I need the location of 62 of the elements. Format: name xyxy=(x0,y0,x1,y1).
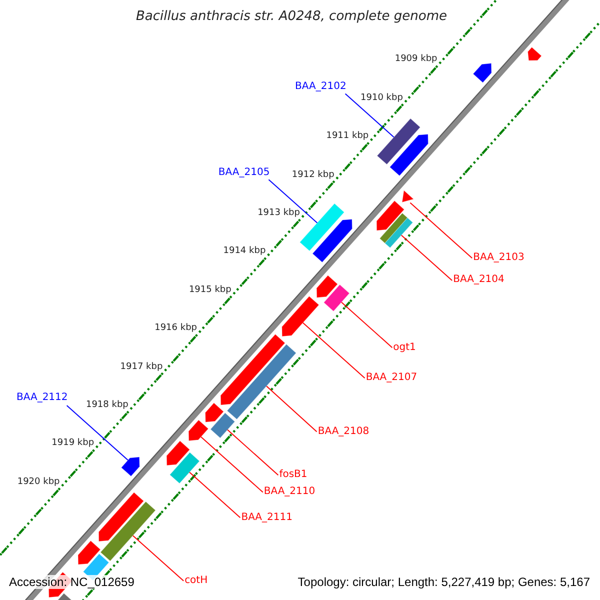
leader-line xyxy=(132,535,184,582)
gene-feature xyxy=(323,284,350,312)
accession-text: Accession: NC_012659 xyxy=(7,575,136,589)
gene-feature xyxy=(226,344,297,420)
tick-label: 1917 kbp xyxy=(120,362,163,373)
gene-feature xyxy=(472,62,492,84)
gene-feature xyxy=(100,501,156,562)
gene-feature xyxy=(376,200,405,231)
tick-label: 1913 kbp xyxy=(258,208,300,220)
gene-feature xyxy=(312,218,352,263)
gene-feature xyxy=(188,420,209,442)
genome-stats-text: Topology: circular; Length: 5,227,419 bp; Genes: 5,167 xyxy=(296,575,592,589)
gene-feature xyxy=(316,274,338,298)
leader-line xyxy=(189,472,241,518)
leader-line xyxy=(341,302,393,348)
tick-label: 1911 kbp xyxy=(326,131,369,142)
gene-label: BAA_2111 xyxy=(241,512,292,524)
gene-feature xyxy=(166,440,190,466)
tick-label: 1918 kbp xyxy=(86,400,128,412)
gene-label: ogt1 xyxy=(393,342,416,354)
leader-line xyxy=(410,202,473,259)
diagram-title: Bacillus anthracis str. A0248, complete genome xyxy=(136,8,448,26)
gene-label: cotH xyxy=(184,574,208,587)
tick-label: 1919 kbp xyxy=(52,438,94,450)
gene-label: BAA_2112 xyxy=(16,392,68,404)
gene-feature xyxy=(299,203,345,252)
gene-feature xyxy=(282,296,320,337)
gene-feature xyxy=(205,402,224,422)
gene-feature xyxy=(220,334,286,406)
leader-line xyxy=(266,386,318,432)
tick-label: 1920 kbp xyxy=(17,476,60,488)
gene-feature xyxy=(389,134,428,176)
gene-label: BAA_2102 xyxy=(295,80,346,93)
leader-line xyxy=(400,234,453,281)
gene-label: BAA_2104 xyxy=(453,274,504,286)
gene-label: BAA_2110 xyxy=(264,486,316,498)
tick-label: 1909 kbp xyxy=(394,54,438,66)
gene-feature xyxy=(384,217,414,248)
tick-label: 1914 kbp xyxy=(223,246,266,258)
gene-feature xyxy=(527,46,542,61)
gene-label: fosB1 xyxy=(279,469,308,482)
gene-label: BAA_2107 xyxy=(366,372,418,384)
gene-feature xyxy=(98,492,144,542)
gene-label: BAA_2103 xyxy=(473,252,524,264)
gene-feature xyxy=(402,190,414,203)
tick-label: 1912 kbp xyxy=(292,170,334,181)
leader-line xyxy=(268,179,318,224)
leader-line xyxy=(66,405,128,461)
tick-label: 1915 kbp xyxy=(188,284,232,296)
leader-line xyxy=(227,429,279,476)
gene-label: BAA_2105 xyxy=(218,166,270,179)
tick-label: 1910 kbp xyxy=(360,92,403,104)
leader-line xyxy=(344,93,394,138)
gene-feature xyxy=(120,456,140,477)
tick-label: 1916 kbp xyxy=(154,323,198,334)
gene-feature xyxy=(379,212,408,244)
leader-line xyxy=(302,322,366,379)
gene-feature xyxy=(210,412,236,438)
leader-line xyxy=(200,436,264,493)
gene-label: BAA_2108 xyxy=(318,426,370,438)
gene-feature xyxy=(376,118,421,165)
gene-feature xyxy=(169,452,200,484)
